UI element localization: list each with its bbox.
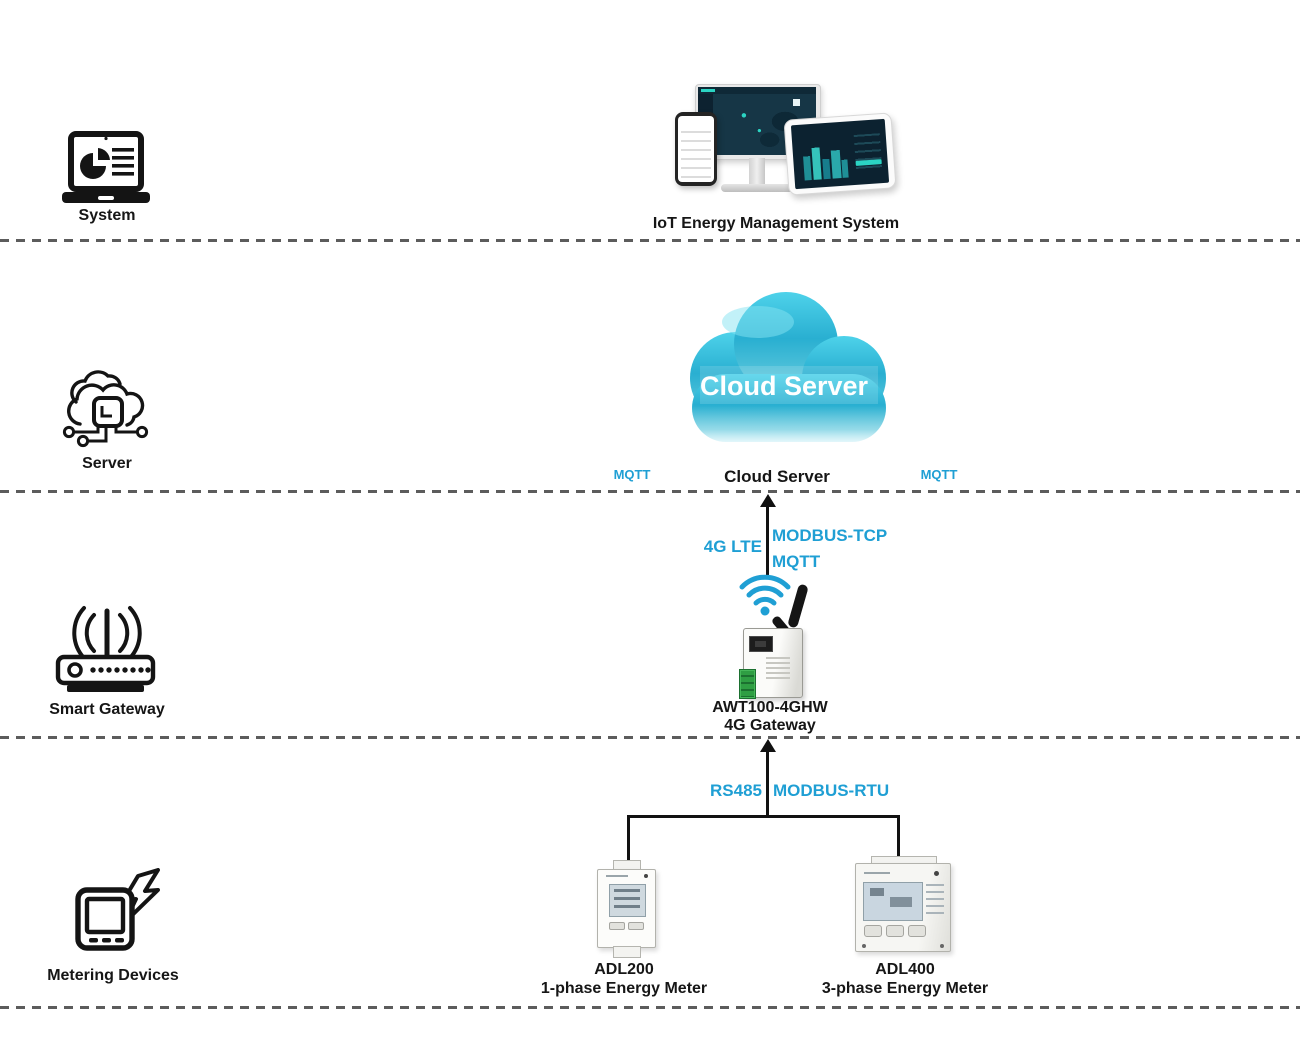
gateway-ethernet-port [749, 636, 773, 652]
bus-arrowhead [760, 739, 776, 752]
layer-label-metering-devices: Metering Devices [47, 967, 179, 984]
meter-button [886, 925, 904, 937]
layer-label-smart-gateway: Smart Gateway [49, 701, 165, 718]
meter-button [908, 925, 926, 937]
tablet-city-graphic [802, 143, 849, 181]
mqtt-label-left: MQTT [613, 467, 651, 482]
layer-divider-3 [0, 736, 1300, 739]
gateway-device [733, 583, 823, 699]
screw [862, 944, 866, 948]
bus-drop-left [627, 815, 630, 862]
adl200-body [597, 869, 656, 948]
brand-line [606, 875, 628, 877]
gateway-antenna-upper [787, 583, 809, 629]
lcd-digits [614, 889, 640, 912]
adl200-device [593, 860, 659, 958]
adl200-model-label: ADL200 [594, 961, 654, 978]
gateway-body [739, 628, 803, 699]
laptop-chart-icon [62, 131, 150, 203]
layer-label-server: Server [82, 455, 132, 472]
ems-tablet [783, 112, 897, 196]
meter-button [609, 922, 625, 930]
bus-rs485-label: RS485 [710, 781, 762, 800]
monitor-stand [749, 158, 765, 184]
layer-divider-4 [0, 1006, 1300, 1009]
ems-tablet-screen [790, 118, 890, 190]
ems-phone-screen [678, 116, 714, 182]
uplink-arrowhead [760, 494, 776, 507]
mqtt-label-right: MQTT [920, 467, 958, 482]
gateway-model-label: AWT100-4GHW [712, 699, 828, 716]
lcd-segment [870, 888, 884, 896]
adl400-body [855, 863, 951, 952]
ethernet-pin-block [755, 641, 766, 647]
bus-modbus-rtu-label: MODBUS-RTU [773, 781, 890, 800]
adl400-lcd [863, 882, 923, 921]
wifi-signal-icon [739, 574, 791, 616]
adl200-name-label: 1-phase Energy Meter [540, 980, 708, 997]
uplink-modbus-tcp-label: MODBUS-TCP [772, 526, 888, 545]
layer-divider-1 [0, 239, 1300, 242]
layer-label-system: System [78, 207, 136, 224]
bus-horizontal-line [627, 815, 900, 818]
ems-label: IoT Energy Management System [652, 215, 900, 232]
monitor-base [721, 184, 793, 192]
cloud-server-graphic: Cloud Server [676, 292, 900, 466]
indicator-led [934, 871, 939, 876]
indicator-led [644, 874, 648, 878]
bus-arrow-line [766, 751, 769, 817]
screw [940, 944, 944, 948]
cloud-chip-icon [62, 370, 149, 448]
bus-drop-right [897, 815, 900, 858]
lcd-segment [890, 897, 912, 907]
meter-button [628, 922, 644, 930]
dashboard-topbar [698, 87, 816, 94]
gateway-name-label: 4G Gateway [724, 717, 816, 734]
din-clamp-bottom [613, 946, 641, 958]
meter-button [864, 925, 882, 937]
cloud-title: Cloud Server [700, 371, 869, 401]
side-label-lines [926, 884, 944, 914]
ems-phone [675, 112, 717, 186]
energy-meter-bolt-icon [75, 868, 160, 951]
layer-divider-2 [0, 490, 1300, 493]
dashboard-widget [793, 99, 800, 106]
uplink-line [766, 506, 769, 576]
adl200-lcd [609, 884, 646, 917]
gateway-vents [766, 657, 790, 679]
gateway-terminal-block [739, 669, 756, 699]
adl400-device [855, 856, 955, 956]
wireless-router-icon [55, 606, 156, 692]
uplink-4glte-label: 4G LTE [703, 537, 762, 556]
uplink-mqtt-label: MQTT [772, 552, 821, 571]
brand-line [864, 872, 890, 874]
adl400-name-label: 3-phase Energy Meter [821, 980, 989, 997]
dashboard-logo [701, 89, 715, 92]
cloud-server-label: Cloud Server [724, 467, 830, 486]
phone-list-rows [681, 124, 711, 178]
adl400-model-label: ADL400 [875, 961, 935, 978]
